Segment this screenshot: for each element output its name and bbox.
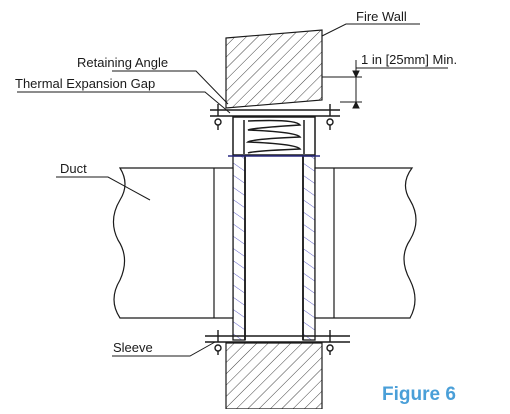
label-retaining-angle: Retaining Angle [77,55,168,70]
retaining-angle-bottom [205,330,350,355]
leader-lines [17,23,420,357]
label-thermal-expansion-gap: Thermal Expansion Gap [15,76,155,91]
fire-wall-upper [225,29,323,109]
sleeve-right-wall [302,155,316,341]
fire-wall-lower [225,342,323,410]
sleeve-left-wall [232,155,246,341]
min-gap-dimension [322,60,448,109]
label-min-gap: 1 in [25mm] Min. [361,52,457,67]
label-fire-wall: Fire Wall [356,9,407,24]
label-sleeve: Sleeve [113,340,153,355]
thermal-expansion-packing [232,116,316,156]
retaining-angle-top [210,104,340,130]
figure-caption: Figure 6 [382,384,456,405]
label-duct: Duct [60,161,87,176]
duct-body [112,167,417,319]
